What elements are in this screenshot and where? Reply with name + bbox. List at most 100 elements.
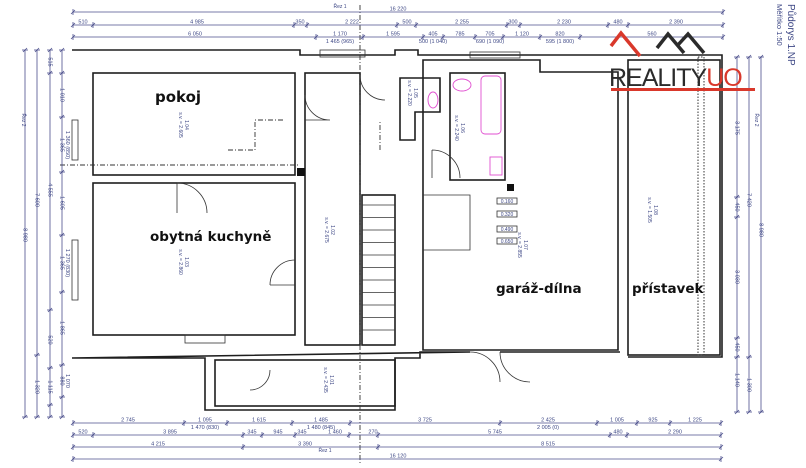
logo: REALITYUO <box>609 30 755 92</box>
top-dimension-label: 350 <box>295 20 304 26</box>
right-dimension-label: 3 175 <box>734 121 740 135</box>
top-dimension-sublabel: 500 (1 040) <box>419 39 447 45</box>
sink-icon <box>452 78 472 92</box>
stair-wall <box>361 194 396 346</box>
room-number: 1.03 <box>183 257 189 267</box>
top-dimension-sublabel: 690 (1 090) <box>476 39 504 45</box>
right-dimension-label: 3 030 <box>734 270 740 284</box>
left-dimension-label: 515 <box>47 57 53 66</box>
door <box>249 369 271 391</box>
section-label-top: Řez 1 <box>333 2 346 10</box>
top-dimension-label: 1 595 <box>386 32 400 38</box>
top-dimension-label: 820 <box>555 32 564 38</box>
room-height: s.v. = 2.855 <box>516 232 522 258</box>
bottom-dimension-label: 270 <box>368 430 377 436</box>
bottom-dimension-sublabel: 1 480 (845) <box>307 425 335 431</box>
bottom-dimension-label: 2 425 <box>541 418 555 424</box>
level-value: 0.650 <box>501 239 514 245</box>
bottom-dimension-label: 925 <box>648 418 657 424</box>
bottom-dimension-label: 8 515 <box>541 442 555 448</box>
room-number: 1.08 <box>652 205 658 215</box>
top-dimension-total-label: 16 220 <box>390 7 407 13</box>
top-dimension-label: 1 170 <box>333 32 347 38</box>
left-dimension-label: 1 320 <box>34 380 40 394</box>
bottom-dimension-sublabel: 2 005 (0) <box>537 425 559 431</box>
top-dimension-label: 2 255 <box>455 20 469 26</box>
right-dimension-total-label: 8 980 <box>758 223 764 237</box>
stair-levels: 0.160 0.320 0.490 0.650 <box>496 197 518 245</box>
bottom-dimension-label: 480 <box>613 430 622 436</box>
bottom-dimension-label: 1 460 <box>328 430 342 436</box>
top-dimension-label: 405 <box>428 32 437 38</box>
right-dimension-label: 1 300 <box>746 378 752 392</box>
staircase <box>362 204 395 331</box>
shower-icon <box>489 156 503 176</box>
top-dimension-label: 480 <box>613 20 622 26</box>
room-name-garaz: garáž-dílna <box>496 281 582 297</box>
left-dimension-label: 1 865 <box>59 321 65 335</box>
drawing-scale: Měřítko 1:50 <box>775 4 784 46</box>
garage-wall <box>422 59 619 351</box>
top-dimension-sublabel: 1 465 (965) <box>326 39 354 45</box>
left-dimension-label: 1 010 <box>59 88 65 102</box>
level-value: 0.490 <box>501 227 514 233</box>
right-dimension-label: 7 420 <box>746 193 752 207</box>
section-label-right: Řez 2 <box>753 113 761 126</box>
top-dimension-label: 785 <box>455 32 464 38</box>
bottom-dimension-label: 520 <box>78 430 87 436</box>
room-name-pokoj: pokoj <box>155 88 201 106</box>
top-dimension-label: 2 230 <box>557 20 571 26</box>
top-dimension-label: 500 <box>402 20 411 26</box>
top-dimension-label: 1 120 <box>515 32 529 38</box>
room-wall-kuchyne <box>92 182 296 336</box>
bottom-dimension-label: 1 095 <box>198 418 212 424</box>
bottom-dimension-label: 3 390 <box>298 442 312 448</box>
garage-steps <box>423 194 471 251</box>
top-dimension-label: 2 390 <box>669 20 683 26</box>
drawing-title: Půdorys 1.NP <box>785 4 797 66</box>
window <box>184 334 226 344</box>
bottom-dimension-label: 5 745 <box>488 430 502 436</box>
left-dimension-label: 1 365 <box>59 138 65 152</box>
top-dimension-label: 560 <box>647 32 656 38</box>
bottom-dimension-label: 1 615 <box>252 418 266 424</box>
left-dimension-label: 7 600 <box>34 193 40 207</box>
door <box>359 74 386 101</box>
left-dimension-sublabel: 1 270 (830) <box>64 249 70 277</box>
room-height: s.v. = 2.435 <box>322 367 328 393</box>
top-dimension-label: 510 <box>78 20 87 26</box>
partition-line <box>228 119 285 151</box>
bottom-dimension-label: 1 485 <box>314 418 328 424</box>
level-value: 0.320 <box>501 212 514 218</box>
room-height: s.v. = 2.220 <box>406 80 412 106</box>
room-height: s.v. = 2.860 <box>177 249 183 275</box>
room-wall-pokoj <box>92 72 296 176</box>
bottom-dimension-label: 3 725 <box>418 418 432 424</box>
bathtub-icon <box>480 75 502 135</box>
top-dimension-label: 4 985 <box>190 20 204 26</box>
window <box>469 51 521 59</box>
bottom-dimension-label: 1 005 <box>610 418 624 424</box>
room-height: s.v. = 1.505 <box>646 197 652 223</box>
left-dimension-label: 1 115 <box>47 380 53 393</box>
level-box <box>496 237 518 245</box>
window <box>71 119 79 161</box>
window <box>71 239 79 301</box>
top-dimension-label: 705 <box>485 32 494 38</box>
top-dimension-label: 6 050 <box>188 32 202 38</box>
logo-underline <box>611 88 755 91</box>
room-number: 1.02 <box>329 225 335 235</box>
toilet-icon <box>427 91 439 109</box>
level-box <box>496 210 518 218</box>
level-box <box>496 197 518 205</box>
bottom-dimension-label: 4 215 <box>151 442 165 448</box>
left-dimension-label: 4 555 <box>47 183 53 197</box>
chimney-icon <box>297 168 305 176</box>
bottom-dimension-label: 2 745 <box>121 418 135 424</box>
left-dimension-sublabel: 1 070 <box>64 374 70 388</box>
section-label-bottom: Řez 1 <box>318 446 331 454</box>
bottom-dimension-label: 2 290 <box>668 430 682 436</box>
logo-roof-red <box>609 30 642 58</box>
annex-wall <box>627 59 721 356</box>
